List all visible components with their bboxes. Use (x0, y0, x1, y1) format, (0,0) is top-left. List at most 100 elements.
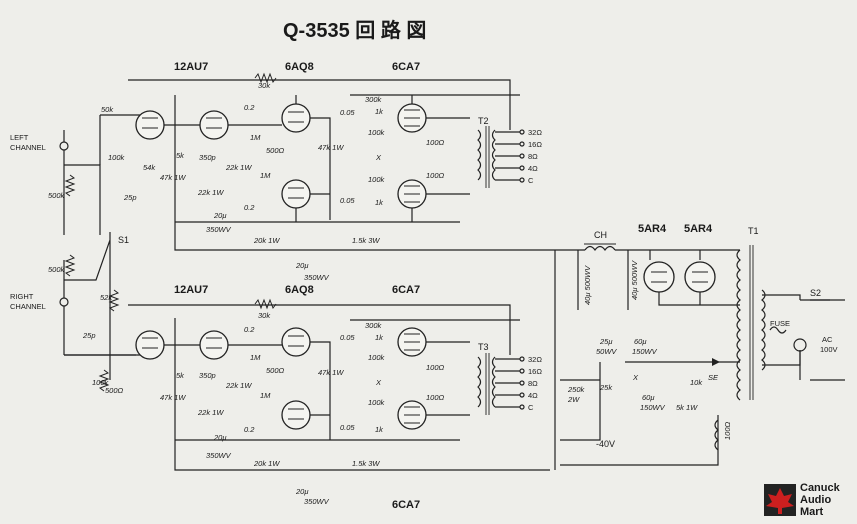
fuse-symbol (769, 326, 787, 334)
label-60u-v: 150WV (632, 347, 658, 356)
label-40v: -40V (596, 439, 615, 449)
label-100k-a: 100k (368, 128, 386, 137)
label-005-c: 0.05 (340, 333, 355, 342)
label-1k-d: 1k (375, 425, 384, 434)
label-60u: 60μ (634, 337, 646, 346)
label-52k: 52k (100, 293, 113, 302)
tube-6aq8-bottom-a (281, 327, 311, 357)
tap-c-top: C (528, 176, 534, 185)
label-20u-top-bv: 350WV (304, 273, 330, 282)
power-transformer-t1-secondary (736, 249, 741, 401)
label-20u: 20μ (213, 211, 226, 220)
label-47k-top: 47k 1W (318, 143, 344, 152)
rectifier-5ar4-b (684, 261, 716, 293)
watermark-logo: Canuck Audio Mart (762, 480, 854, 520)
right-input-jack (59, 297, 69, 307)
label-005-a: 0.05 (340, 108, 355, 117)
label-x-bottom: X (375, 378, 382, 387)
tap-4-top: 4Ω (528, 164, 538, 173)
label-500k-b: 500k (48, 265, 66, 274)
label-500ohm-b: 500Ω (266, 366, 285, 375)
output-transformer-t2 (477, 129, 496, 181)
label-350p-b: 350p (199, 371, 216, 380)
label-25k: 25k (599, 383, 613, 392)
label-20u-top-b: 20μ (295, 261, 308, 270)
left-channel-label-1: LEFT (10, 133, 29, 142)
label-se: SE (708, 373, 719, 382)
volume-pot-left (64, 174, 76, 197)
label-20u-bottom-b: 20μ (295, 487, 308, 496)
tube-6aq8-top-b (281, 179, 311, 209)
tube-12au7-top-a (135, 110, 165, 140)
right-channel-label-2: CHANNEL (10, 302, 46, 311)
label-005-d: 0.05 (340, 423, 355, 432)
volume-pot-right (64, 254, 76, 277)
label-500ohm-q: 500Ω (105, 386, 124, 395)
label-100ohm-d: 100Ω (426, 393, 445, 402)
label-25p-b: 25p (82, 331, 96, 340)
label-2w: 2W (567, 395, 580, 404)
tap-8-top: 8Ω (528, 152, 538, 161)
watermark-line1: Canuck (800, 482, 840, 494)
tube-label-6aq8-top: 6AQ8 (285, 61, 314, 73)
label-25u-v: 50WV (596, 347, 617, 356)
label-30k-top: 30k (258, 81, 271, 90)
tube-6aq8-top-a (281, 103, 311, 133)
resistor-30k-bottom (254, 298, 277, 310)
tap-32-top: 32Ω (528, 128, 542, 137)
schematic-title: Q-3535 回 路 図 (283, 18, 426, 42)
left-channel-label-2: CHANNEL (10, 143, 46, 152)
label-02-d: 0.2 (244, 425, 255, 434)
label-1m-a: 1M (250, 133, 261, 142)
label-10k: 10k (690, 378, 703, 387)
tap-4-bottom: 4Ω (528, 391, 538, 400)
selenium-rectifier (712, 358, 720, 366)
label-22k1w-a: 22k 1W (225, 163, 252, 172)
power-transformer-t1-primary (761, 289, 766, 371)
label-54k: 54k (143, 163, 156, 172)
tap-32-bottom: 32Ω (528, 355, 542, 364)
label-22k1w-b: 22k 1W (197, 188, 224, 197)
label-60u-b: 60μ (642, 393, 654, 402)
label-100k-b: 100k (368, 175, 386, 184)
label-40u-b: 40μ 500WV (630, 260, 639, 300)
rectifier-5ar4-a (643, 261, 675, 293)
label-250k: 250k (567, 385, 586, 394)
tube-label-12au7-top: 12AU7 (174, 61, 208, 73)
label-100ohm-c: 100Ω (426, 363, 445, 372)
label-100k-d: 100k (368, 353, 386, 362)
label-5k: 5k (176, 151, 185, 160)
label-22k1w-d: 22k 1W (197, 408, 224, 417)
label-t2: T2 (478, 116, 489, 126)
label-40u-a: 40μ 500WV (583, 265, 592, 305)
label-ch: CH (594, 230, 607, 240)
choke-ch (584, 245, 616, 252)
label-20u-cv: 350WV (206, 451, 232, 460)
label-1m-b: 1M (260, 171, 271, 180)
watermark-line3: Mart (800, 506, 824, 518)
label-ac-v: 100V (820, 345, 838, 354)
tube-label-6ca7-top: 6CA7 (392, 61, 420, 73)
right-channel-label-1: RIGHT (10, 292, 34, 301)
label-47k1w-b: 47k 1W (160, 393, 186, 402)
label-30k-bottom: 30k (258, 311, 271, 320)
label-02-a: 0.2 (244, 103, 255, 112)
label-t1: T1 (748, 226, 759, 236)
label-100ohm-a: 100Ω (426, 138, 445, 147)
pilot-lamp (793, 338, 807, 352)
label-1m-c: 1M (250, 353, 261, 362)
watermark-line2: Audio (800, 494, 832, 506)
label-15k3w-bottom: 1.5k 3W (352, 459, 380, 468)
switch-s1-label: S1 (118, 235, 129, 245)
label-5k-b: 5k (176, 371, 185, 380)
label-15k3w-top: 1.5k 3W (352, 236, 380, 245)
label-47k-bottom: 47k 1W (318, 368, 344, 377)
tube-12au7-top-b (199, 110, 229, 140)
tube-12au7-bottom-b (199, 330, 229, 360)
label-x-bias: X (632, 373, 639, 382)
label-02-c: 0.2 (244, 325, 255, 334)
label-20k1w-top: 20k 1W (253, 236, 280, 245)
label-25u: 25μ (599, 337, 612, 346)
label-60u-bv: 150WV (640, 403, 666, 412)
